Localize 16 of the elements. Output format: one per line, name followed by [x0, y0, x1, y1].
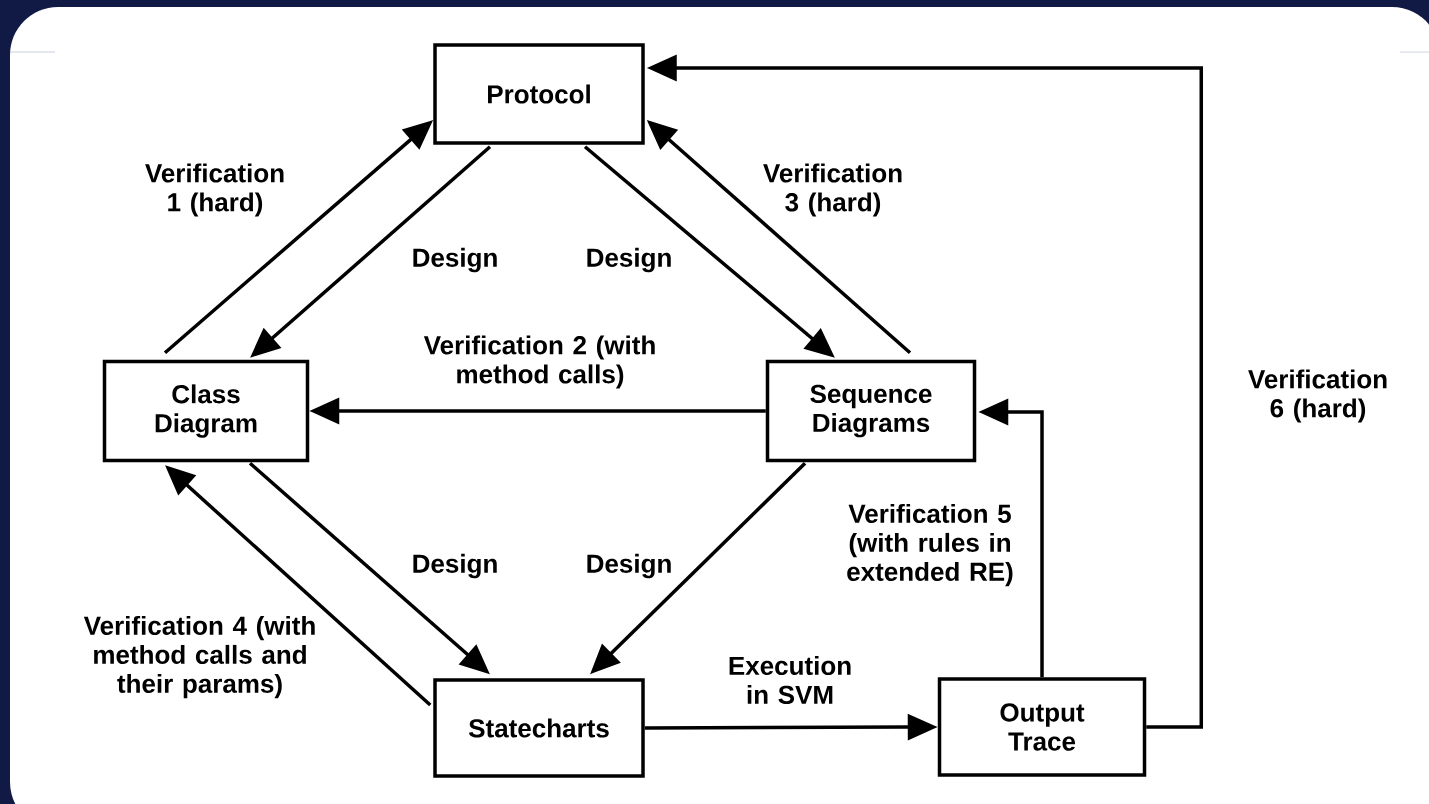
process-box: Statecharts — [433, 678, 645, 778]
edge-label: Verification 5 (with rules in extended RE) — [847, 503, 1013, 587]
edge-label: Verification 1 (hard) — [145, 163, 284, 217]
edge-label: Design — [413, 247, 497, 273]
edge-label: Verification 6 (hard) — [1248, 369, 1387, 423]
process-box: Output Trace — [937, 677, 1147, 777]
edge-label: Verification 4 (with method calls and their params) — [83, 615, 315, 699]
edge-label: Execution in SVM — [729, 655, 851, 705]
edge-label: Design — [413, 553, 497, 579]
edge-label: Verification 3 (hard) — [763, 163, 902, 217]
edge-label: Verification 2 (with method calls) — [423, 335, 655, 389]
process-box: Protocol — [433, 43, 645, 145]
process-box: Class Diagram — [102, 359, 310, 463]
edge-label: Design — [587, 553, 671, 579]
edge-label: Design — [587, 247, 671, 273]
process-box: Sequence Diagrams — [765, 359, 977, 463]
